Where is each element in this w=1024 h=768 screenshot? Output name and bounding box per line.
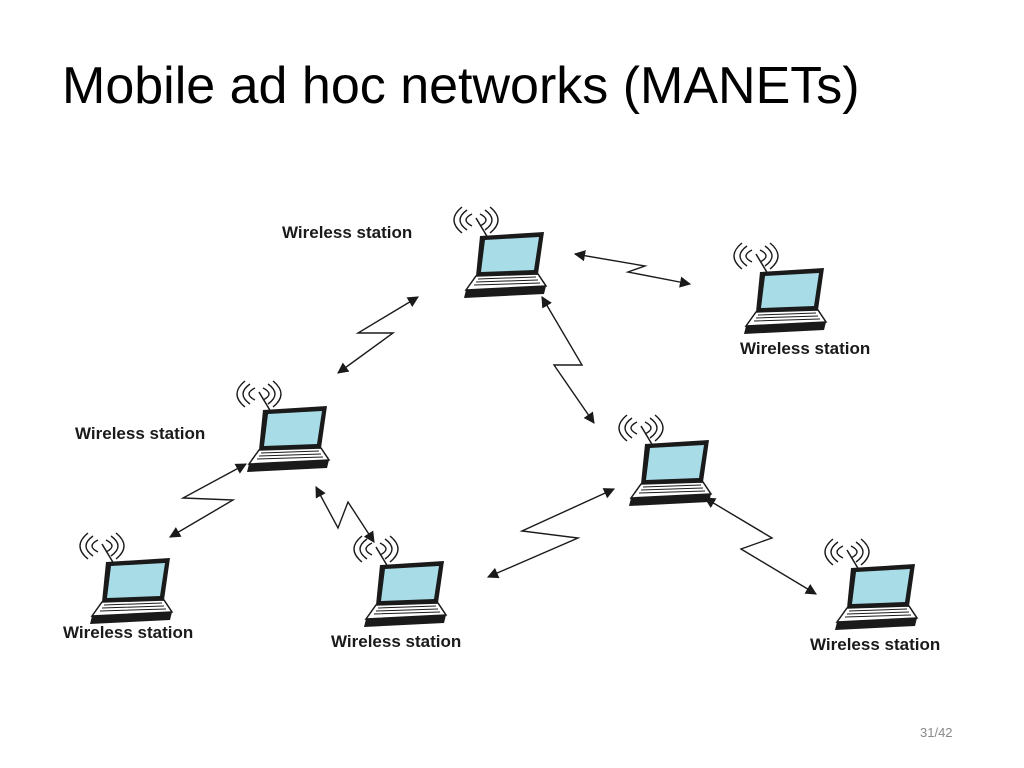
wireless-link bbox=[337, 296, 419, 374]
station-node-top-right: Wireless station bbox=[733, 242, 870, 358]
station-node-bottom-right: Wireless station bbox=[810, 538, 940, 654]
wireless-link bbox=[486, 488, 616, 579]
laptop-icon bbox=[453, 206, 547, 299]
station-label: Wireless station bbox=[75, 424, 205, 443]
laptop-icon bbox=[236, 380, 330, 473]
station-node-middle-right bbox=[618, 414, 712, 507]
laptop-icon bbox=[79, 532, 173, 625]
laptop-icon bbox=[353, 535, 447, 628]
slide-title: Mobile ad hoc networks (MANETs) bbox=[62, 57, 860, 115]
station-label: Wireless station bbox=[282, 223, 412, 242]
station-label: Wireless station bbox=[740, 339, 870, 358]
station-node-top: Wireless station bbox=[282, 206, 547, 299]
station-node-middle-left: Wireless station bbox=[75, 380, 330, 473]
wireless-link bbox=[573, 250, 692, 288]
wireless-link bbox=[169, 463, 247, 538]
station-label: Wireless station bbox=[810, 635, 940, 654]
wireless-link bbox=[315, 486, 375, 543]
station-node-bottom-left: Wireless station bbox=[63, 532, 193, 642]
laptop-icon bbox=[824, 538, 918, 631]
laptop-icon bbox=[618, 414, 712, 507]
wireless-link bbox=[541, 296, 595, 424]
page-number: 31/42 bbox=[920, 725, 953, 740]
laptop-icon bbox=[733, 242, 827, 335]
wireless-link bbox=[704, 497, 817, 595]
station-label: Wireless station bbox=[63, 623, 193, 642]
station-node-bottom-center: Wireless station bbox=[331, 535, 461, 651]
station-label: Wireless station bbox=[331, 632, 461, 651]
